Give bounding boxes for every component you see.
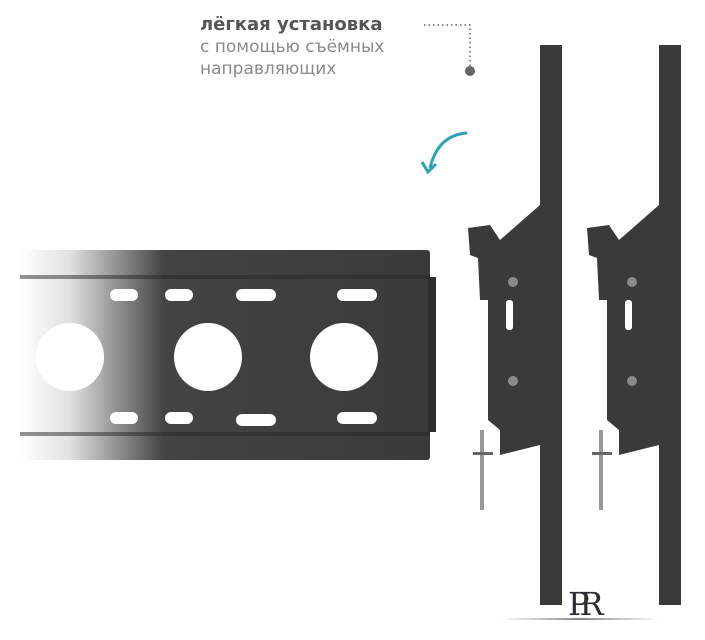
dotted-leader-icon	[424, 24, 475, 76]
wall-plate	[20, 250, 436, 460]
logo-underline	[500, 618, 660, 620]
caption: лёгкая установка с помощью съёмных напра…	[200, 14, 384, 80]
curved-arrow-icon	[420, 131, 468, 175]
mounting-rail-left	[468, 45, 562, 605]
mounting-rail-right	[587, 45, 681, 605]
caption-line-3: направляющих	[200, 59, 337, 79]
caption-line-2: с помощью съёмных	[200, 37, 385, 57]
brand-logo: PR	[568, 585, 603, 623]
caption-title: лёгкая установка	[200, 14, 383, 35]
